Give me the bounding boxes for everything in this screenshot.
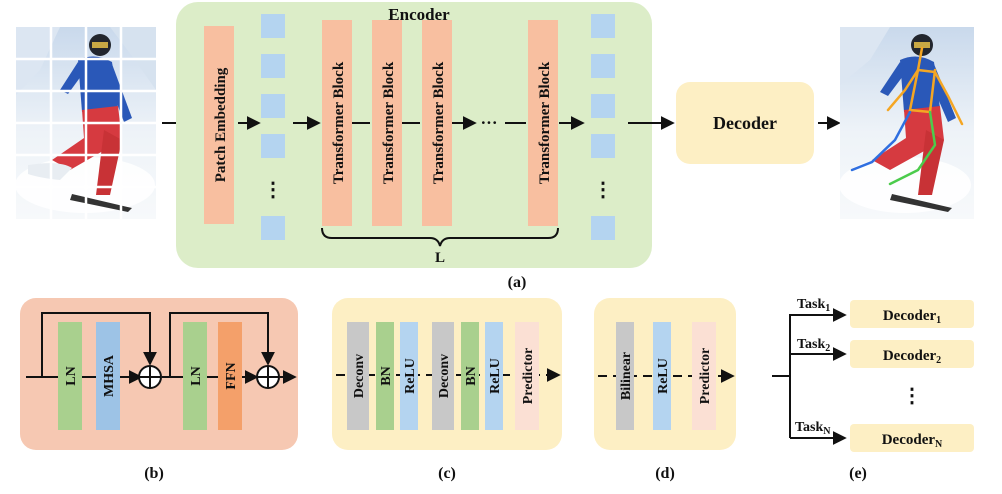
- patch-grid: [16, 27, 156, 219]
- svg-text:DecoderN: DecoderN: [882, 432, 943, 450]
- svg-text:Deconv: Deconv: [352, 354, 367, 398]
- decoder-2-box: Decoder2: [850, 340, 974, 368]
- svg-text:Bilinear: Bilinear: [619, 352, 634, 400]
- svg-text:Patch Embedding: Patch Embedding: [213, 67, 229, 182]
- task1-label: Task1: [797, 297, 830, 314]
- output-image: [839, 27, 974, 219]
- token-ellipsis-left: ⋮: [263, 179, 283, 201]
- svg-text:Decoder2: Decoder2: [883, 348, 941, 366]
- layers-label: L: [435, 250, 445, 266]
- token-column-right: [591, 14, 615, 240]
- ln-block-1: LN: [58, 322, 82, 430]
- ln-block-2: LN: [183, 322, 207, 430]
- svg-text:Transformer Block: Transformer Block: [331, 61, 347, 184]
- svg-text:Transformer Block: Transformer Block: [537, 61, 553, 184]
- deconv-block-2: Deconv: [432, 322, 454, 430]
- relu-block-2: ReLU: [485, 322, 503, 430]
- decoder-n-box: DecoderN: [850, 424, 974, 452]
- encoder-title: Encoder: [388, 5, 450, 24]
- encoder-box: [176, 2, 652, 268]
- decoder-block: Decoder: [676, 82, 814, 164]
- transformer-block-l: Transformer Block: [528, 20, 558, 226]
- caption-c: (c): [438, 465, 456, 482]
- patch-embedding-block: Patch Embedding: [204, 26, 234, 224]
- pose-skeleton: [850, 46, 964, 186]
- token-column-left: [261, 14, 285, 240]
- add-node-1: [138, 365, 162, 389]
- svg-text:BN: BN: [464, 366, 479, 385]
- transformer-ellipsis: ···: [480, 113, 497, 132]
- svg-text:Predictor: Predictor: [521, 348, 536, 405]
- svg-text:MHSA: MHSA: [102, 354, 117, 397]
- taskn-label: TaskN: [795, 420, 831, 437]
- svg-text:Decoder: Decoder: [713, 113, 777, 133]
- deconv-block-1: Deconv: [347, 322, 369, 430]
- transformer-block-1: Transformer Block: [322, 20, 352, 226]
- svg-text:Predictor: Predictor: [698, 348, 713, 405]
- svg-text:Transformer Block: Transformer Block: [381, 61, 397, 184]
- svg-text:ReLU: ReLU: [403, 358, 418, 394]
- svg-text:ReLU: ReLU: [488, 358, 503, 394]
- ffn-block: FFN: [218, 322, 242, 430]
- svg-text:Deconv: Deconv: [437, 354, 452, 398]
- svg-text:LN: LN: [64, 366, 79, 385]
- bn-block-1: BN: [376, 322, 394, 430]
- caption-a: (a): [508, 274, 527, 291]
- svg-text:LN: LN: [189, 366, 204, 385]
- bn-block-2: BN: [461, 322, 479, 430]
- svg-text:Transformer Block: Transformer Block: [431, 61, 447, 184]
- layers-brace: [321, 227, 559, 247]
- relu-block-1: ReLU: [400, 322, 418, 430]
- transformer-block-3: Transformer Block: [422, 20, 452, 226]
- caption-d: (d): [655, 465, 675, 482]
- caption-e: (e): [849, 465, 867, 482]
- decoder-1-box: Decoder1: [850, 300, 974, 328]
- relu-block-d: ReLU: [653, 322, 671, 430]
- bilinear-block: Bilinear: [616, 322, 634, 430]
- svg-text:BN: BN: [379, 366, 394, 385]
- predictor-block-d: Predictor: [692, 322, 716, 430]
- predictor-block-c: Predictor: [515, 322, 539, 430]
- svg-text:FFN: FFN: [224, 362, 239, 389]
- caption-b: (b): [144, 465, 164, 482]
- mhsa-block: MHSA: [96, 322, 120, 430]
- task2-label: Task2: [797, 337, 830, 354]
- decoder-ellipsis: ⋮: [902, 385, 922, 407]
- svg-text:Decoder1: Decoder1: [883, 308, 941, 326]
- add-node-2: [256, 365, 280, 389]
- transformer-block-2: Transformer Block: [372, 20, 402, 226]
- svg-text:ReLU: ReLU: [656, 358, 671, 394]
- token-ellipsis-right: ⋮: [593, 179, 613, 201]
